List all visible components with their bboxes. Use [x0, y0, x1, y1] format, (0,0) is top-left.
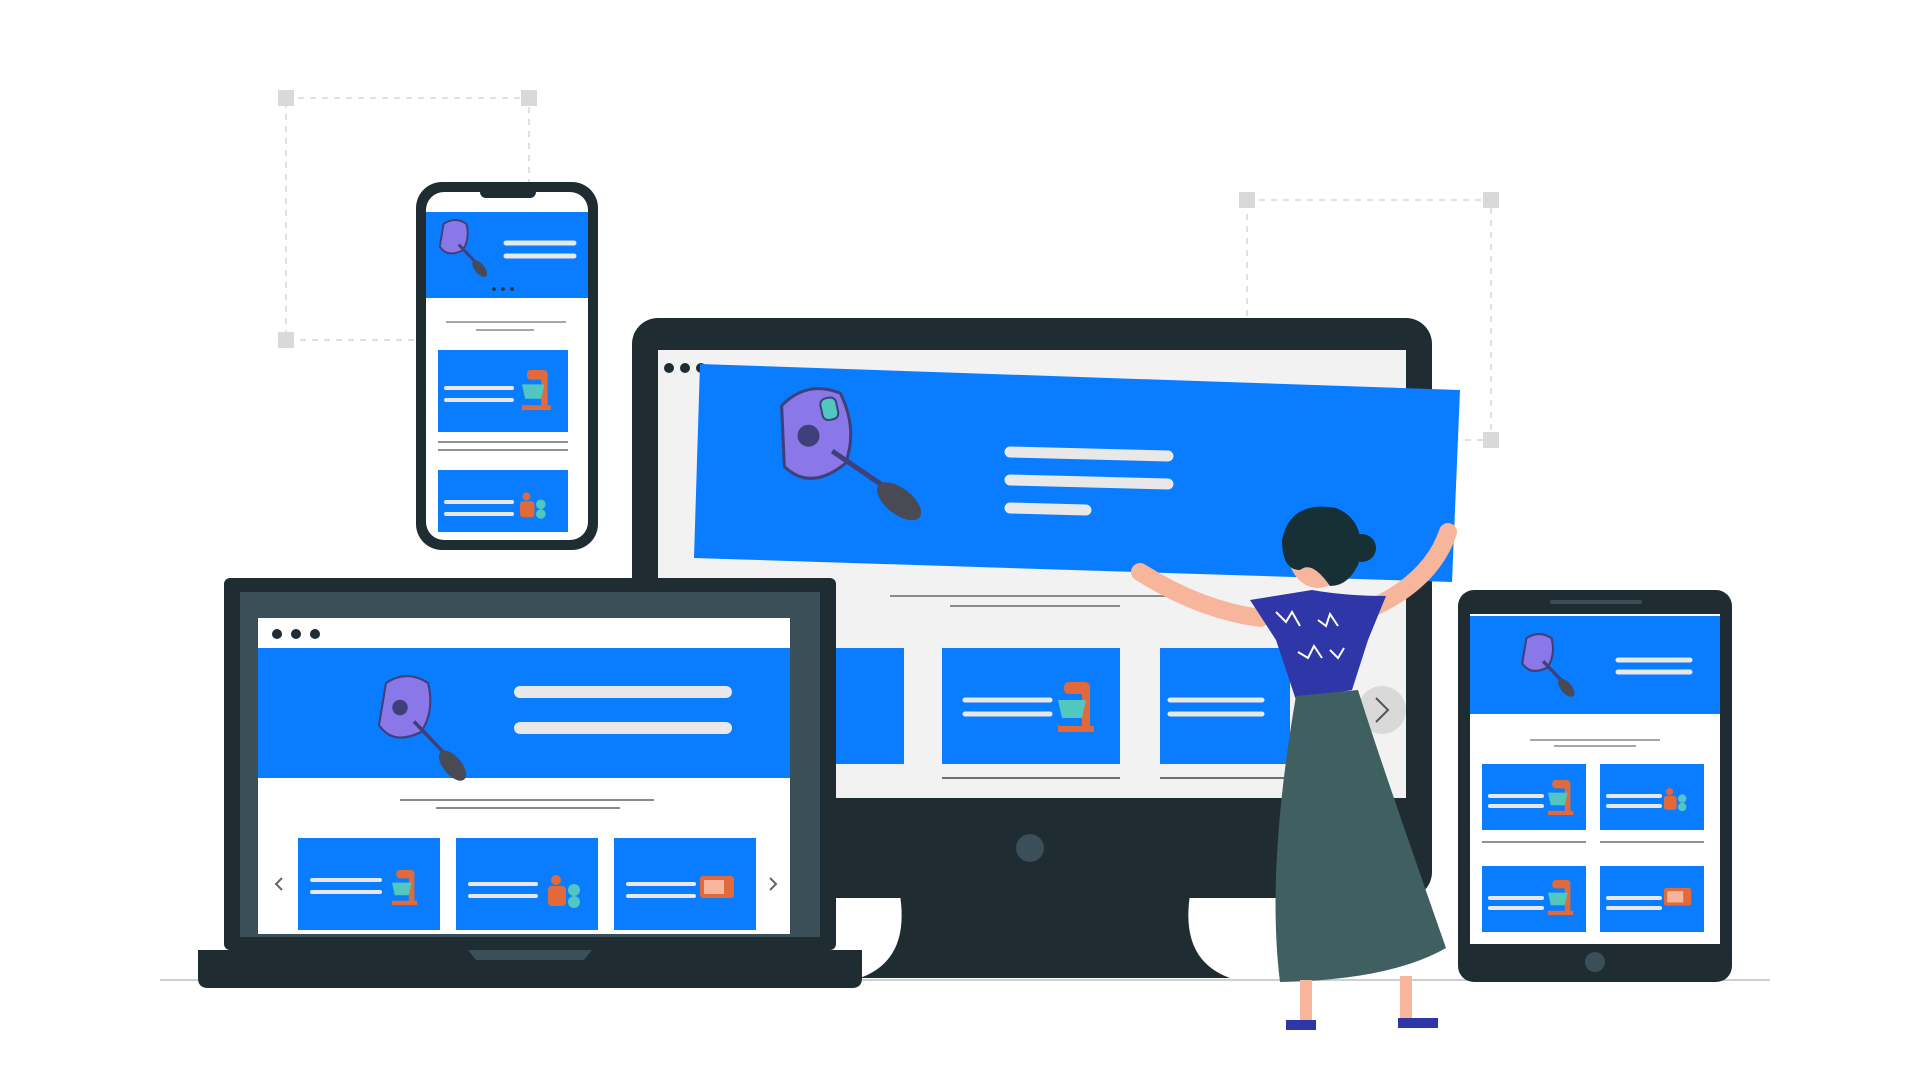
chevron-right-icon[interactable]: [769, 877, 778, 891]
kitchen-scale-icon: [548, 875, 580, 908]
tablet: [1458, 590, 1732, 982]
monitor-power-dot: [1016, 834, 1044, 862]
kitchen-scale-icon: [520, 492, 546, 519]
guide-box-left-handles: [278, 90, 537, 348]
hair-bun: [1348, 534, 1376, 562]
shirt: [1250, 590, 1386, 700]
window-dot: [272, 629, 282, 639]
hand-mixer-icon: [438, 219, 488, 277]
hand-mixer-icon: [780, 387, 922, 521]
hero-text-bar: [1004, 502, 1092, 516]
product-card: [826, 648, 904, 764]
laptop-hinge: [468, 950, 592, 960]
skirt: [1275, 690, 1446, 982]
chevron-left-icon[interactable]: [274, 877, 283, 891]
product-card: [438, 350, 568, 432]
stand-mixer-icon: [1548, 880, 1574, 915]
tablet-hero-banner: [1470, 616, 1720, 714]
hand-mixer-icon: [377, 674, 467, 781]
window-dot: [664, 363, 674, 373]
product-card: [298, 838, 440, 930]
laptop: [198, 578, 862, 988]
hand-mixer-icon: [1521, 632, 1575, 697]
tablet-speaker: [1550, 600, 1642, 604]
stand-mixer-icon: [522, 370, 551, 410]
shoe: [1398, 1018, 1438, 1028]
leg: [1400, 976, 1412, 1018]
right-arm: [1363, 523, 1457, 617]
product-card: [1160, 648, 1290, 764]
shirt-pattern: [1275, 610, 1345, 660]
pagination-dot[interactable]: [510, 287, 514, 291]
chevron-right-icon: [1375, 697, 1390, 723]
laptop-hero-banner: [258, 648, 790, 778]
leg: [1300, 980, 1312, 1020]
carousel-next-button[interactable]: [1358, 686, 1406, 734]
microwave-icon: [1664, 888, 1692, 906]
stand-mixer-icon: [392, 870, 418, 905]
woman-figure: [1131, 506, 1457, 1030]
window-dot: [291, 629, 301, 639]
microwave-icon: [700, 876, 734, 898]
hair: [1282, 506, 1361, 586]
stand-mixer-icon: [1058, 682, 1094, 732]
window-dot: [680, 363, 690, 373]
shoe: [1286, 1020, 1316, 1030]
laptop-base: [198, 950, 862, 988]
window-dot: [310, 629, 320, 639]
stand-mixer-icon: [1548, 780, 1574, 815]
product-card: [942, 648, 1120, 764]
hero-banner: [694, 364, 1460, 582]
left-arm: [1131, 563, 1269, 627]
monitor-stand: [860, 895, 1230, 978]
hero-text-bar: [1004, 446, 1174, 462]
smartphone: [416, 182, 598, 550]
pagination-dot[interactable]: [501, 287, 505, 291]
guide-box-right-handles: [1239, 192, 1499, 448]
hero-text-bar: [1004, 474, 1174, 490]
phone-notch: [480, 182, 536, 198]
pagination-dot[interactable]: [492, 287, 496, 291]
kitchen-scale-icon: [1664, 788, 1687, 812]
tablet-home-button[interactable]: [1585, 952, 1605, 972]
